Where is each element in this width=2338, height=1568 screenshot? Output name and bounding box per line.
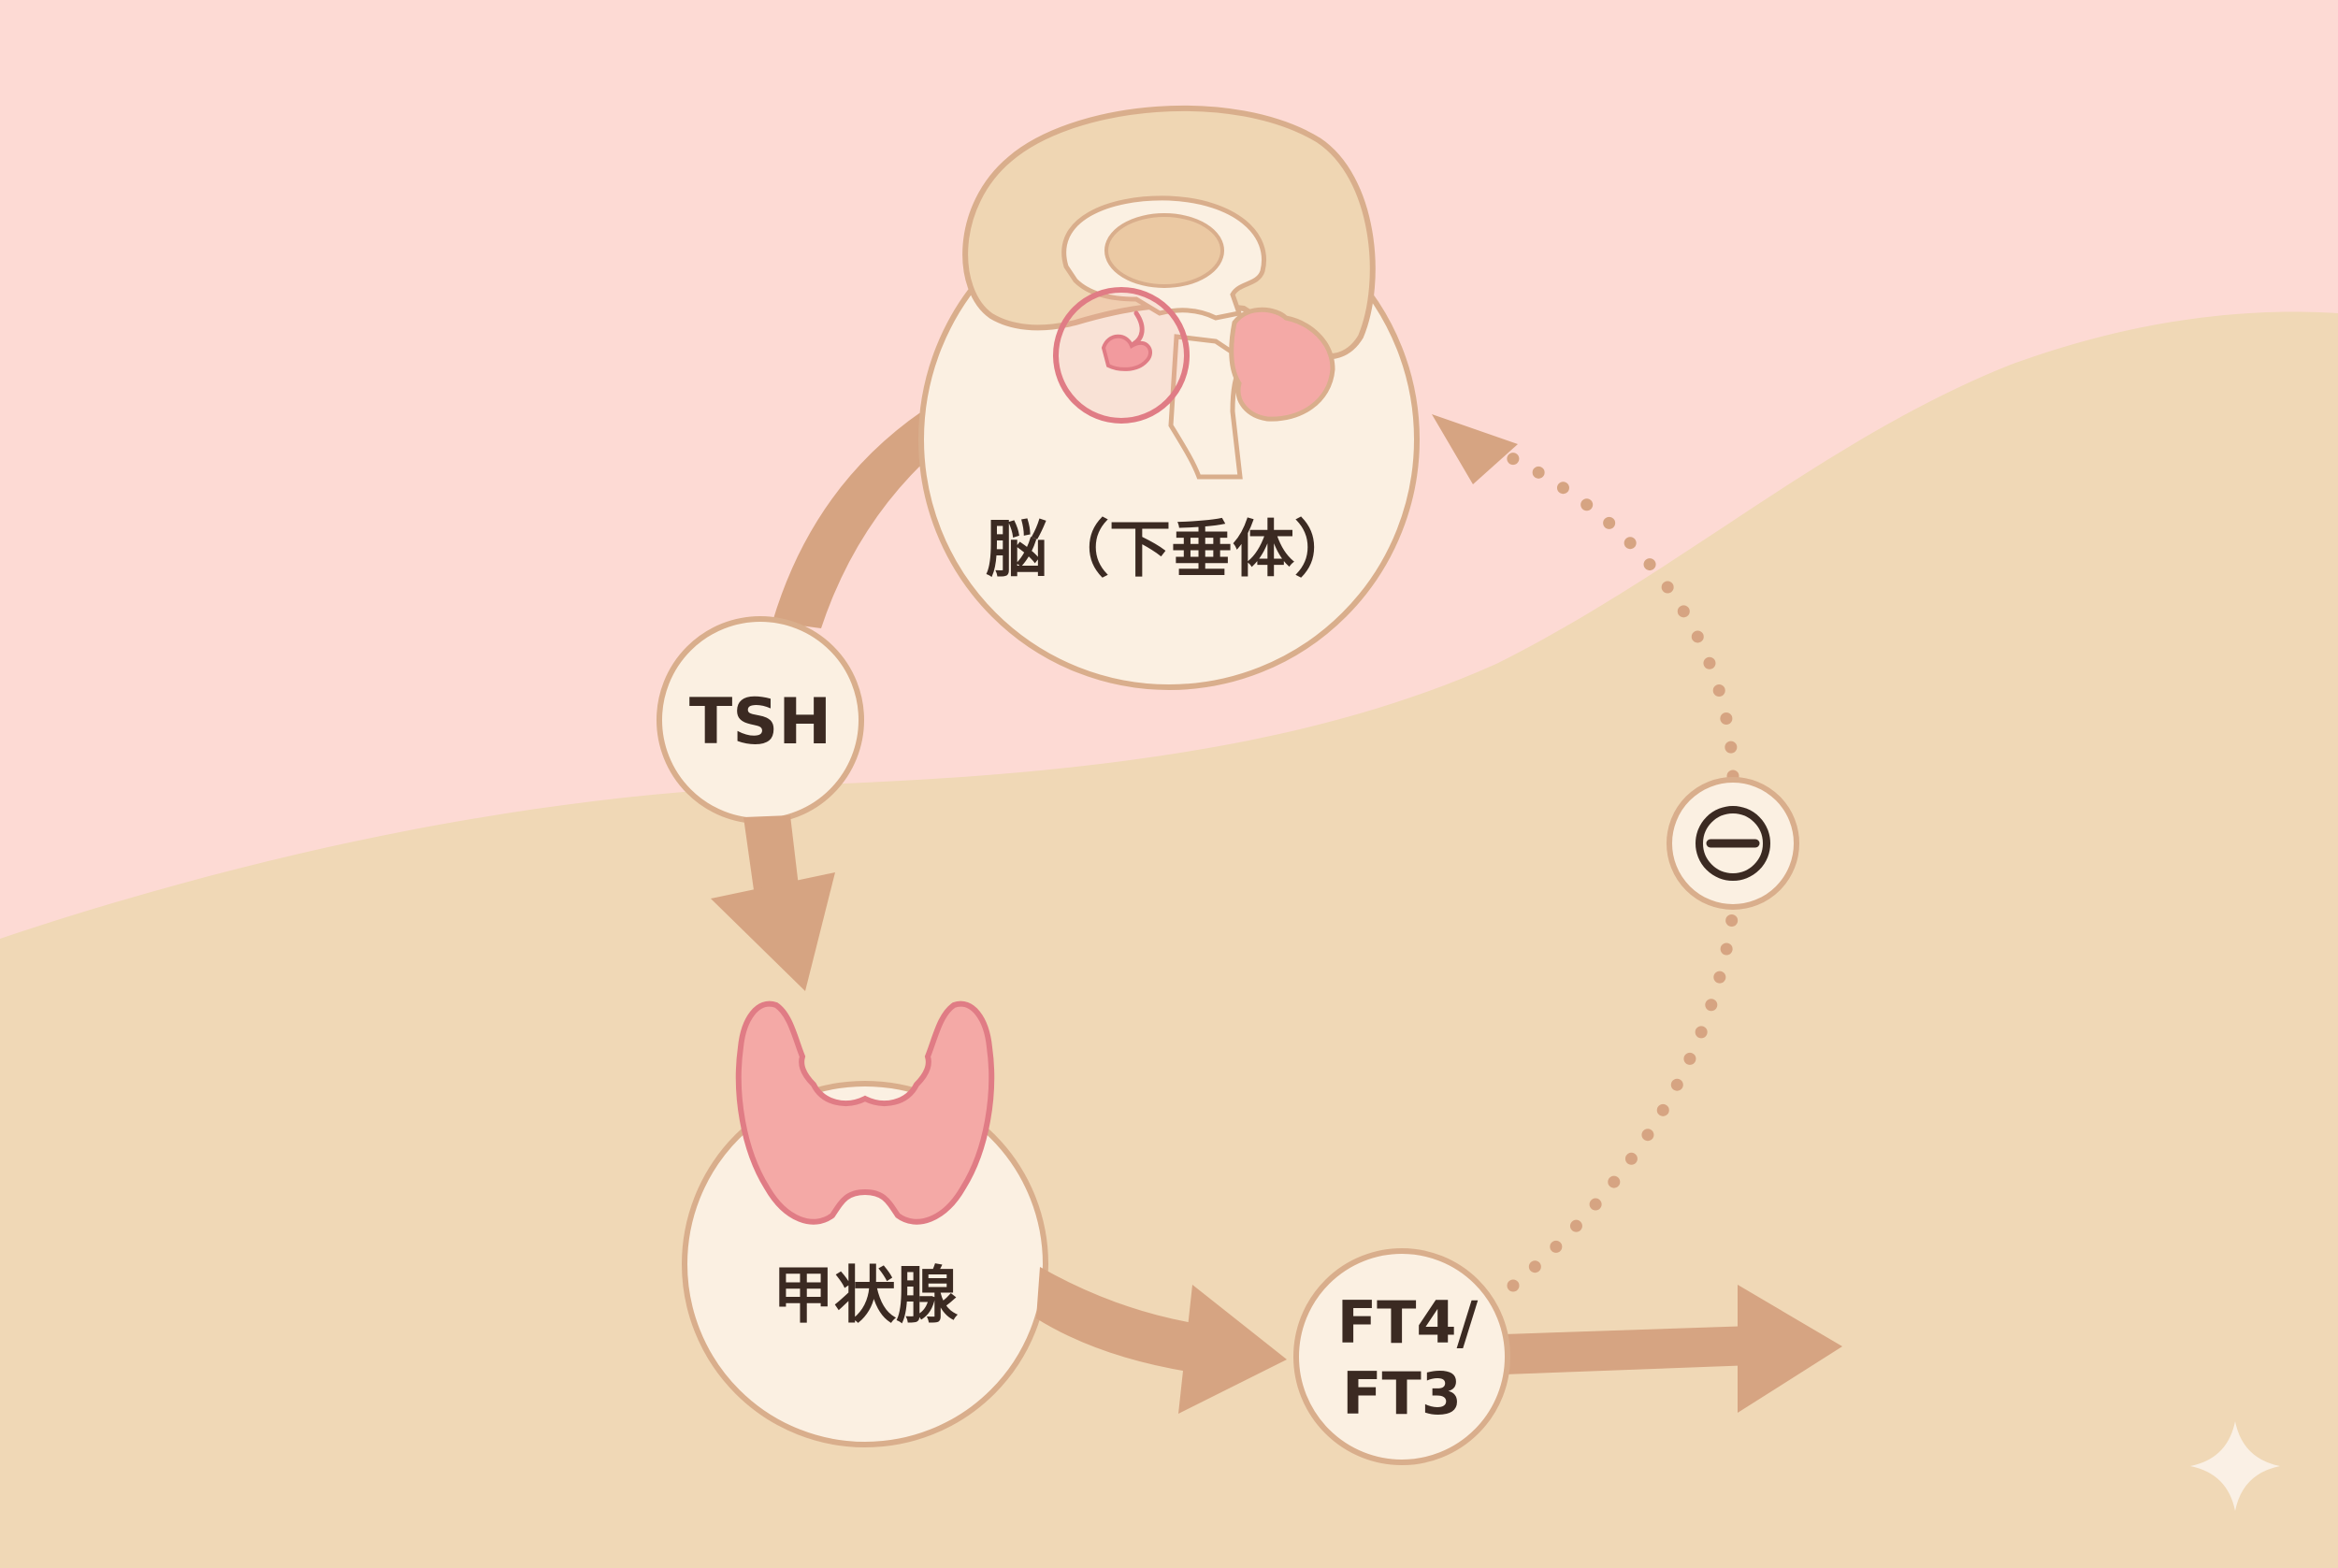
- background-wave: [0, 311, 2338, 1568]
- sparkle-icon: [2190, 1421, 2280, 1511]
- minus-circle-icon: [1696, 806, 1770, 881]
- cerebellum: [1229, 307, 1335, 422]
- thyroid-node: 甲状腺: [682, 1000, 1048, 1447]
- feedback-arrowhead: [1432, 414, 1518, 484]
- arrow-hormones-out: [1504, 1285, 1842, 1413]
- brain-node: 脳（下垂体）: [918, 105, 1420, 690]
- tsh-node: TSH: [657, 616, 864, 824]
- feedback-inhibition-node: [1667, 777, 1799, 910]
- thyroid-label: 甲状腺: [772, 1259, 959, 1331]
- hormones-label-line2: FT3: [1342, 1359, 1462, 1428]
- feedback-dotted-arrow: [1432, 414, 1739, 1292]
- tsh-label: TSH: [689, 685, 831, 759]
- arrow-thyroid-to-hormones: [1036, 1267, 1287, 1414]
- brain-icon: [962, 105, 1376, 480]
- hormones-circle: [1293, 1248, 1510, 1465]
- hormones-node: FT4/ FT3: [1293, 1248, 1510, 1465]
- arrow-brain-to-tsh: [772, 352, 1057, 628]
- pituitary-highlight-icon: [1053, 287, 1190, 424]
- pituitary-gland: [1101, 334, 1152, 371]
- feedback-dots-lower: [1507, 905, 1739, 1292]
- thalamus: [1104, 213, 1224, 288]
- arrow-tsh-to-thyroid: [711, 815, 835, 991]
- thyroid-gland-icon: [735, 1000, 995, 1225]
- brain-label: 脳（下垂体）: [986, 513, 1356, 585]
- hormones-label-line1: FT4/: [1337, 1288, 1479, 1357]
